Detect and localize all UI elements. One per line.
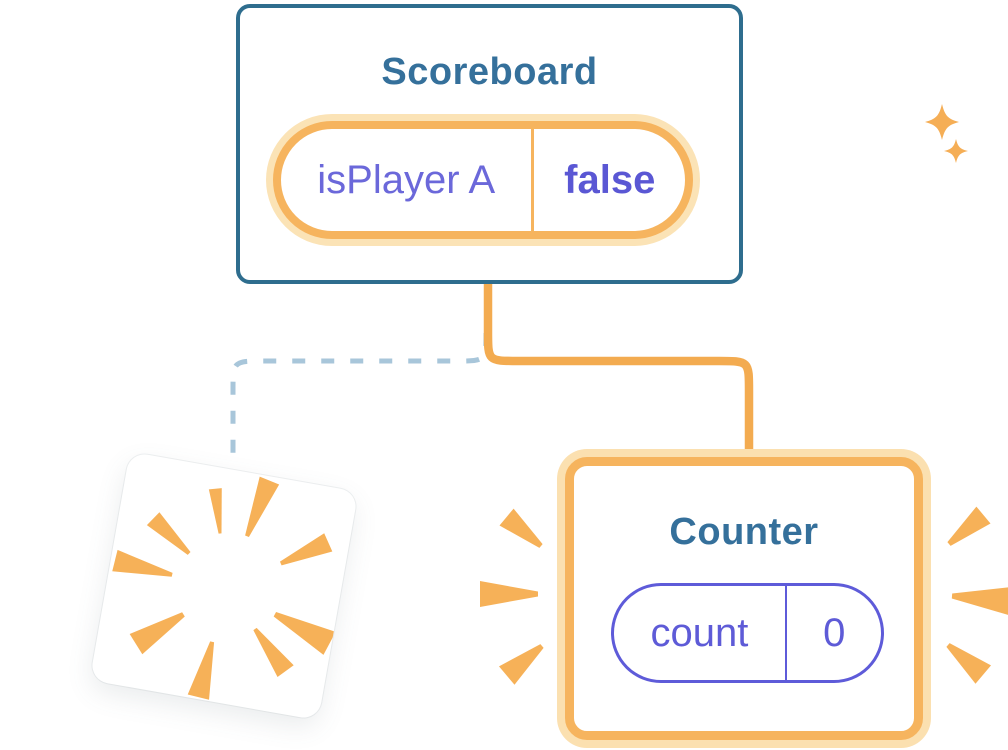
spark-ray bbox=[951, 587, 1008, 615]
connector-solid bbox=[483, 281, 754, 458]
spark-ray bbox=[499, 508, 543, 548]
spark-ray bbox=[499, 644, 544, 685]
state-value: false bbox=[564, 157, 656, 202]
spark-ray bbox=[129, 612, 185, 655]
spark-ray bbox=[208, 488, 222, 534]
spark-ray bbox=[253, 627, 294, 677]
state-name: count bbox=[650, 610, 749, 655]
sparkle-icon bbox=[925, 104, 968, 163]
pill-divider bbox=[784, 586, 788, 680]
counter-sparks bbox=[480, 506, 1008, 685]
spark-ray bbox=[245, 476, 280, 537]
sparkle-big bbox=[925, 104, 959, 140]
spark-ray bbox=[279, 533, 333, 566]
spark-ray bbox=[947, 506, 991, 546]
scoreboard-state-pill: isPlayer A false bbox=[273, 121, 693, 239]
scoreboard-card: Scoreboard isPlayer A false bbox=[236, 4, 968, 284]
destroyed-card bbox=[89, 451, 359, 721]
state-name: isPlayer A bbox=[317, 157, 496, 202]
spark-ray bbox=[273, 612, 336, 655]
scoreboard-title: Scoreboard bbox=[381, 51, 598, 93]
spark-ray bbox=[146, 512, 191, 555]
spark-ray bbox=[480, 581, 538, 607]
sparkle-small bbox=[944, 139, 968, 163]
connector-dashed bbox=[230, 332, 489, 460]
spark-ray bbox=[946, 643, 991, 684]
spark-ray bbox=[187, 641, 215, 700]
burst-rays bbox=[112, 476, 336, 700]
pill-divider bbox=[531, 129, 535, 231]
counter-card: Counter count 0 bbox=[565, 457, 923, 740]
spark-ray bbox=[112, 549, 173, 577]
state-value: 0 bbox=[823, 610, 846, 655]
counter-state-pill: count 0 bbox=[611, 583, 884, 683]
counter-title: Counter bbox=[669, 511, 819, 553]
